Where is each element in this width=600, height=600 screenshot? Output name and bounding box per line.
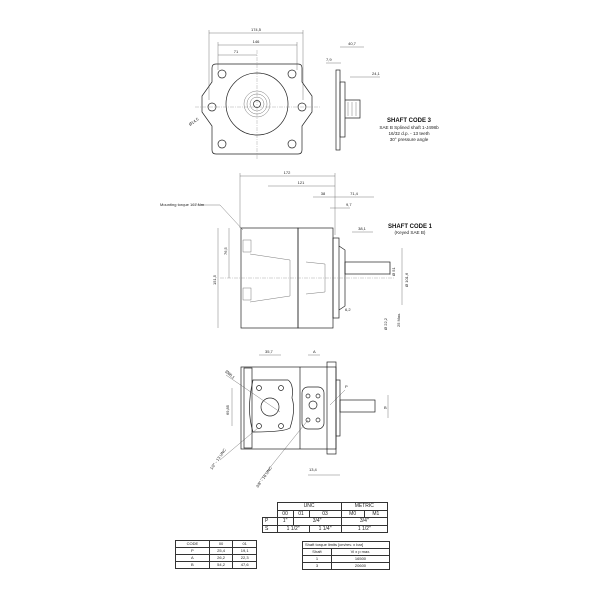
mounting-torque-note: Mounting torque 167 Nm <box>160 202 205 207</box>
dim-key-len: 38,1 <box>358 226 367 231</box>
dim-P: P <box>345 384 348 389</box>
dim-height: 151,5 <box>212 274 217 285</box>
dim-bolt-span: 146 <box>253 39 260 44</box>
dim-35-7: 35,7 <box>265 349 274 354</box>
dim-9-7: 9,7 <box>346 202 352 207</box>
dim-38: 38 <box>321 191 326 196</box>
group-metric: METRIC <box>340 502 389 511</box>
side-view-shaft-3: 40,7 7,9 24,1 SHAFT CODE 3 SAE B Splined… <box>326 41 439 151</box>
dim-length: 172 <box>284 170 291 175</box>
dim-hole-dia: Ø14,5 <box>188 116 200 127</box>
code: M1 <box>363 509 389 518</box>
shaft-code-1-title: SHAFT CODE 1 <box>388 224 433 230</box>
code: M0 <box>340 509 365 518</box>
dim-shaft-dia: Ø 22,2 <box>383 317 388 330</box>
dim-d51: Ø 51 <box>391 267 396 276</box>
dim-69-85: 69,85 <box>225 404 230 415</box>
dim-rear: 121 <box>298 180 305 185</box>
dim-half-height: 76,5 <box>223 246 228 255</box>
front-view: 174,5 146 71 Ø14,5 <box>188 27 320 160</box>
top-view-ports: 35,7 A Ø88,1 69,85 1/2" - 13 UNC 3/8" - … <box>209 349 389 489</box>
dim-spline-len: 24,1 <box>372 71 381 76</box>
code: 00 <box>276 509 294 518</box>
dim-71-4: 71,4 <box>350 191 359 196</box>
dim-pilot: Ø 101,6 <box>404 272 409 287</box>
dim-A: A <box>313 349 316 354</box>
group-unc: UNC <box>276 502 342 511</box>
dim-B: B <box>384 405 387 410</box>
dim-88-1: Ø88,1 <box>224 369 236 380</box>
shaft-code-3-title: SHAFT CODE 3 <box>387 118 432 124</box>
torque-table: Shaft torque limits [cm/rev. x bar] Shaf… <box>302 541 391 570</box>
thread-note-2: 3/8" - 16 UNC <box>255 465 273 488</box>
code: 01 <box>292 509 310 518</box>
dim-half: 71 <box>234 49 239 54</box>
dim-flange-thk: 7,9 <box>326 57 332 62</box>
dim-side-len: 40,7 <box>348 41 357 46</box>
dim-overall: 174,5 <box>251 27 262 32</box>
thread-note-1: 1/2" - 13 UNC <box>209 447 227 470</box>
port-table: UNC METRIC 00 01 03 M0 M1 P 1" 3/4" 3/4"… <box>262 502 389 533</box>
shaft-code-1-sub: (Keyed SAE B) <box>395 230 426 235</box>
table-row: S 1 1/2" 1 1/4" 1 1/2" <box>262 524 389 533</box>
dim-6-2: 6,2 <box>345 307 351 312</box>
side-view-shaft-1: 172 121 38 71,4 9,7 38,1 76,5 151,5 6,2 … <box>160 170 433 330</box>
shaft-code-3-line-2: 16/32 d.p. - 13 teeth <box>388 131 430 136</box>
shaft-code-3-line-1: SAE B Splined shaft 1-J498b <box>379 125 439 130</box>
dim-key: 25 Max. <box>396 313 401 327</box>
dim-13-4: 13,4 <box>309 467 318 472</box>
table-row: P 1" 3/4" 3/4" <box>262 517 389 526</box>
code: 03 <box>308 509 342 518</box>
shaft-code-3-line-3: 30° pressure angle <box>390 137 429 142</box>
torque-table-title: Shaft torque limits [cm/rev. x bar] <box>302 541 390 549</box>
